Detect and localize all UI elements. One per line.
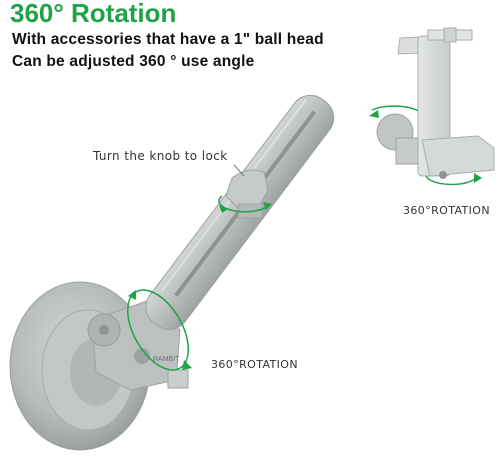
rotation-callout-right: 360°ROTATION	[403, 204, 490, 217]
knob-callout: Turn the knob to lock	[93, 149, 228, 163]
knob-leader-line	[233, 164, 245, 177]
brand-logo-icon	[134, 348, 150, 364]
upper-joint	[369, 105, 423, 165]
headline: 360° Rotation	[10, 0, 177, 28]
subtitle-line-2: Can be adjusted 360 ° use angle	[12, 53, 255, 70]
phone-clamp	[397, 27, 495, 186]
brand-mark: RAMBIT	[153, 356, 180, 363]
lower-rotation-arrow	[126, 289, 192, 371]
subtitle-line-1: With accessories that have a 1" ball hea…	[12, 31, 324, 48]
locking-knob	[218, 169, 272, 219]
rotation-callout-bottom: 360°ROTATION	[211, 358, 298, 371]
